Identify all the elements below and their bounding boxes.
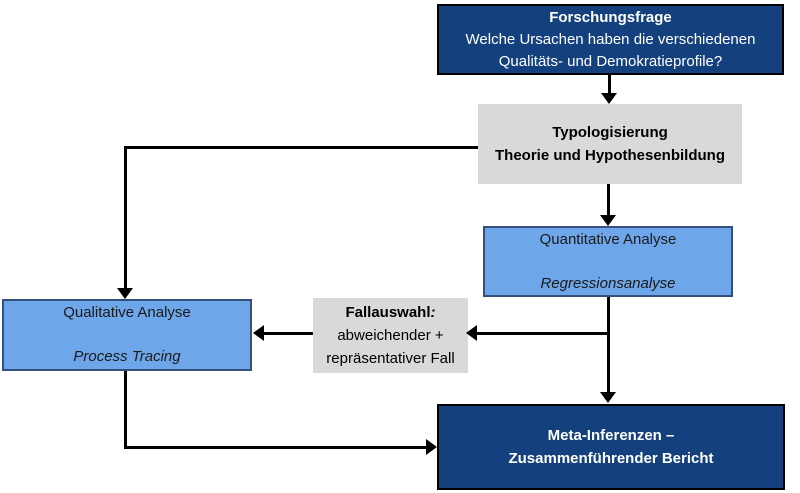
node-title: Forschungsfrage xyxy=(549,8,672,26)
arrow-forschungsfrage-to-typologisierung-line xyxy=(608,75,611,95)
arrow-typologisierung-to-quantitative-line xyxy=(607,184,610,216)
node-title: Meta-Inferenzen – xyxy=(547,427,675,444)
node-method-label: Process Tracing xyxy=(73,348,181,365)
arrow-qualitative-to-meta-head xyxy=(426,439,437,455)
node-blank-line xyxy=(485,251,731,273)
arrow-quantitative-to-meta-head xyxy=(600,392,616,403)
arrow-quantitative-to-meta-line xyxy=(607,297,610,393)
node-text-line: Qualitäts- und Demokratieprofile? xyxy=(498,52,723,70)
arrow-typologisierung-to-qualitative-vline xyxy=(124,146,127,289)
node-text-line: Theorie und Hypothesenbildung xyxy=(495,147,725,164)
node-quantitative-analyse: Quantitative Analyse Regressionsanalyse xyxy=(483,226,733,297)
arrow-typologisierung-to-quantitative-head xyxy=(600,215,616,226)
node-title: Qualitative Analyse xyxy=(63,304,191,321)
arrow-branch-to-fallauswahl-line xyxy=(477,332,608,335)
arrow-branch-to-fallauswahl-head xyxy=(466,325,477,341)
node-method-label: Regressionsanalyse xyxy=(540,274,676,292)
arrow-qualitative-to-meta-vline xyxy=(124,371,127,449)
node-title: Quantitative Analyse xyxy=(539,230,677,248)
arrow-fallauswahl-to-qualitative-head xyxy=(253,325,264,341)
node-text-line: Welche Ursachen haben die verschiedenen xyxy=(465,30,756,48)
arrow-typologisierung-to-qualitative-hline xyxy=(124,146,478,149)
node-text-line: repräsentativer Fall xyxy=(326,350,455,367)
node-text-line: abweichender + xyxy=(337,327,444,344)
node-title: Typologisierung xyxy=(552,124,668,141)
node-forschungsfrage: Forschungsfrage Welche Ursachen haben di… xyxy=(437,4,784,75)
node-qualitative-analyse: Qualitative Analyse Process Tracing xyxy=(2,299,252,371)
node-text-line: Zusammenführender Bericht xyxy=(508,450,714,467)
node-blank-line xyxy=(4,324,250,346)
node-meta-inferenzen: Meta-Inferenzen – Zusammenführender Beri… xyxy=(437,404,785,490)
arrow-fallauswahl-to-qualitative-line xyxy=(263,332,313,335)
node-title: Fallauswahl: xyxy=(345,304,436,321)
arrow-forschungsfrage-to-typologisierung-head xyxy=(601,93,617,104)
arrow-qualitative-to-meta-hline xyxy=(124,446,428,449)
node-typologisierung: Typologisierung Theorie und Hypothesenbi… xyxy=(478,104,742,184)
node-fallauswahl: Fallauswahl: abweichender + repräsentati… xyxy=(313,298,468,373)
arrow-typologisierung-to-qualitative-head xyxy=(117,288,133,299)
